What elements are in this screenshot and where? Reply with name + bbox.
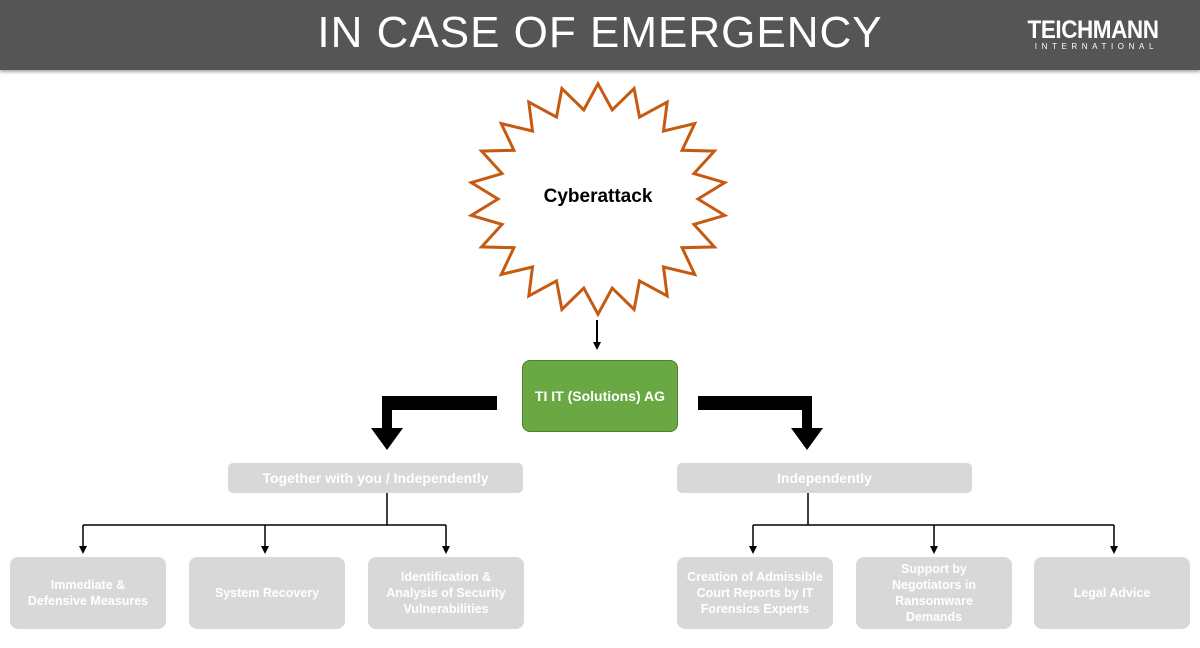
right-branch-label: Independently (677, 463, 972, 493)
left-tree-connectors (79, 493, 450, 554)
left-branch-label: Together with you / Independently (228, 463, 523, 493)
burst-shape (467, 80, 729, 318)
leaf-legal-advice: Legal Advice (1034, 557, 1190, 629)
page-title: IN CASE OF EMERGENCY (317, 8, 883, 57)
leaf-negotiators: Support by Negotiators in Ransomware Dem… (856, 557, 1012, 629)
company-logo-name: TEICHMANN (1027, 16, 1158, 44)
right-bent-arrow (698, 396, 823, 450)
cyberattack-label: Cyberattack (543, 186, 653, 207)
leaf-identification-analysis: Identification & Analysis of Security Vu… (368, 557, 524, 629)
header-bar: IN CASE OF EMERGENCY TEICHMANN INTERNATI… (0, 0, 1200, 70)
leaf-court-reports: Creation of Admissible Court Reports by … (677, 557, 833, 629)
left-bent-arrow (371, 396, 497, 450)
leaf-immediate-defensive: Immediate & Defensive Measures (10, 557, 166, 629)
leaf-system-recovery: System Recovery (189, 557, 345, 629)
center-node: TI IT (Solutions) AG (522, 360, 678, 432)
company-logo-subtitle: INTERNATIONAL (1034, 42, 1158, 51)
right-tree-connectors (749, 493, 1118, 554)
